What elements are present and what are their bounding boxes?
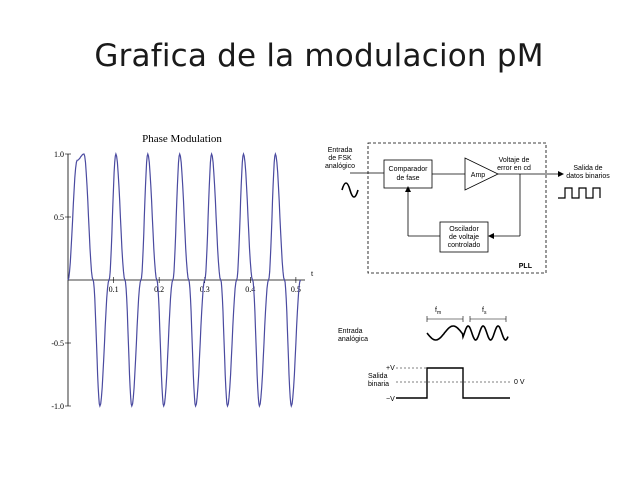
amplifier-block [464,157,499,191]
sine-input-icon [341,182,359,198]
phase-modulation-chart: Phase Modulation t 0.1 0.2 0.3 0.4 0.5 1.0 0.5… [51,133,314,411]
phase-comparator-block [383,159,433,189]
x-tick-label: 0.1 [109,285,119,294]
binary-output-wave [396,367,510,399]
phase-comparator-label-2: de fase [397,175,420,182]
fsk-signal-diagram: Entrada analógica fm fs Salida binaria +… [338,307,525,403]
error-voltage-label-2: error en cd [497,165,531,172]
chart-title: Phase Modulation [142,133,222,145]
pll-label: PLL [519,263,533,270]
x-tick-label: 0.5 [291,285,301,294]
x-axis-label: t [311,269,314,278]
x-tick-label: 0.2 [154,285,164,294]
y-tick-label: 0.5 [54,213,64,222]
series-line [67,151,301,409]
output-label-1: Salida de [573,165,602,172]
zero-v-label: 0 V [514,379,525,386]
pll-input-label-3: analógico [325,163,355,170]
y-tick-label: -1.0 [51,402,64,411]
fs-label: fs [482,307,487,316]
pll-block-diagram: Entrada de FSK analógico Comparador de f… [325,142,610,274]
vco-block [439,221,489,253]
fsk-output-label-2: binaria [368,381,389,388]
phase-comparator-label-1: Comparador [389,166,429,173]
fsk-input-label-1: Entrada [338,328,363,335]
fsk-output-label-1: Salida [368,373,388,380]
x-tick-label: 0.3 [200,285,210,294]
vco-label-2: de voltaje [449,234,479,241]
vco-label-3: controlado [448,242,481,249]
slide-title: Grafica de la modulacion pM [94,38,544,74]
output-label-2: datos binarios [566,173,610,180]
y-tick-label: -0.5 [51,339,64,348]
square-wave-output-icon [558,187,601,199]
pll-input-label-2: de FSK [328,155,352,162]
fsk-analog-wave [426,325,509,341]
vco-label-1: Oscilador [449,226,479,233]
minus-v-label: −V [386,396,395,403]
error-voltage-label-1: Voltaje de [499,157,530,164]
fm-label: fm [435,307,441,316]
plus-v-label: +V [386,365,395,372]
x-tick-label: 0.4 [245,285,255,294]
fsk-input-label-2: analógica [338,336,368,343]
pll-enclosure [367,142,547,274]
y-tick-label: 1.0 [54,150,64,159]
pll-input-label-1: Entrada [328,147,353,154]
amp-label: Amp [471,172,486,179]
